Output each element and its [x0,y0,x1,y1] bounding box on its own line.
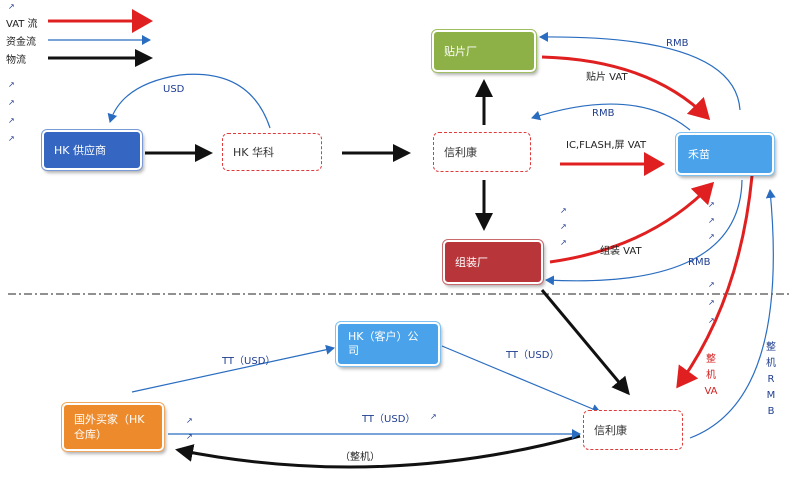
anchor-mark: ↗ [186,432,193,441]
label-zhengji-va-char: VA [704,386,718,397]
node-foreign-buyer-label-1: 国外买家（HK [74,413,145,426]
node-hk-customer-label-2: 司 [348,344,359,357]
arrow-zuzhuang-vat [549,181,715,264]
legend-fund-label: 资金流 [6,37,36,48]
node-hk-supplier-label: HK 供应商 [54,144,106,157]
label-zhengji-rmb-char: M [766,390,776,401]
node-tiepian-label: 贴片厂 [444,45,477,58]
anchor-mark: ↗ [708,232,715,241]
anchor-mark: ↗ [708,280,715,289]
label-zhengji-va: 整 机 VA [702,352,720,400]
legend-vat-label: VAT 流 [6,19,38,30]
node-xinlikang-top-label: 信利康 [444,146,477,159]
anchor-mark: ↗ [8,134,15,143]
anchor-mark: ↗ [8,2,15,11]
node-zuzhuang[interactable]: 组装厂 [442,239,544,285]
anchor-mark: ↗ [560,206,567,215]
anchor-mark: ↗ [186,416,193,425]
node-xinlikang-bottom-label: 信利康 [594,424,627,437]
node-hk-customer[interactable]: HK（客户）公 司 [335,321,441,367]
label-zhengji-rmb-char: 整 [766,342,776,353]
label-zhengji-rmb-char: 机 [766,358,776,369]
arrow-rmb-top [539,31,741,111]
label-usd: USD [163,84,185,95]
node-hk-supplier[interactable]: HK 供应商 [41,129,143,171]
anchor-mark: ↗ [560,238,567,247]
arrow-tt-usd-right [441,345,601,414]
arrow-usd [107,73,271,129]
label-ic-flash-vat: IC,FLASH,屏 VAT [566,140,647,151]
anchor-mark: ↗ [708,216,715,225]
arrow-tt-usd-left [131,344,335,393]
label-tt-usd-left: TT（USD） [222,356,276,367]
arrow-xinlikang-to-buyer [175,434,581,469]
arrow-rmb-low [545,179,743,286]
node-hemiao-label: 禾苗 [688,148,710,161]
arrow-zuzhuang-to-xinlikang-bottom [540,289,630,396]
node-hemiao[interactable]: 禾苗 [675,132,775,176]
anchor-mark: ↗ [560,222,567,231]
arrow-tiepian-vat [541,55,711,121]
node-zuzhuang-label: 组装厂 [455,256,488,269]
arrow-zhengji-rmb [689,189,776,439]
legend-logistics-label: 物流 [6,55,26,66]
label-rmb-low: RMB [688,257,711,268]
anchor-mark: ↗ [708,200,715,209]
node-hk-huake-label: HK 华科 [233,146,274,159]
anchor-mark: ↗ [8,98,15,107]
label-rmb-mid: RMB [592,108,615,119]
label-tt-usd-bottom: TT（USD） [362,414,416,425]
anchor-mark: ↗ [8,116,15,125]
anchor-mark: ↗ [708,298,715,307]
anchor-mark: ↗ [430,412,437,421]
label-zuzhuang-vat: 组装 VAT [600,246,642,257]
anchor-mark: ↗ [8,80,15,89]
node-tiepian[interactable]: 贴片厂 [431,29,537,73]
label-zhengji: （整机） [340,452,380,463]
label-zhengji-rmb-char: R [767,374,775,385]
node-foreign-buyer[interactable]: 国外买家（HK 仓库） [61,402,165,452]
label-zhengji-rmb-char: B [767,406,775,417]
node-xinlikang-bottom[interactable]: 信利康 [583,410,683,450]
label-rmb-top: RMB [666,38,689,49]
node-foreign-buyer-label-2: 仓库） [74,428,107,441]
arrow-rmb-mid [531,103,691,131]
label-zhengji-va-char: 机 [706,370,716,381]
label-zhengji-va-char: 整 [706,354,716,365]
label-tt-usd-right: TT（USD） [506,350,560,361]
node-hk-huake[interactable]: HK 华科 [222,133,322,171]
node-xinlikang-top[interactable]: 信利康 [433,132,531,172]
node-hk-customer-label-1: HK（客户）公 [348,330,419,343]
label-tiepian-vat: 贴片 VAT [586,72,628,83]
anchor-mark: ↗ [708,316,715,325]
label-zhengji-rmb: 整 机 R M B [764,340,778,420]
arrow-zhengji-va [676,175,754,389]
